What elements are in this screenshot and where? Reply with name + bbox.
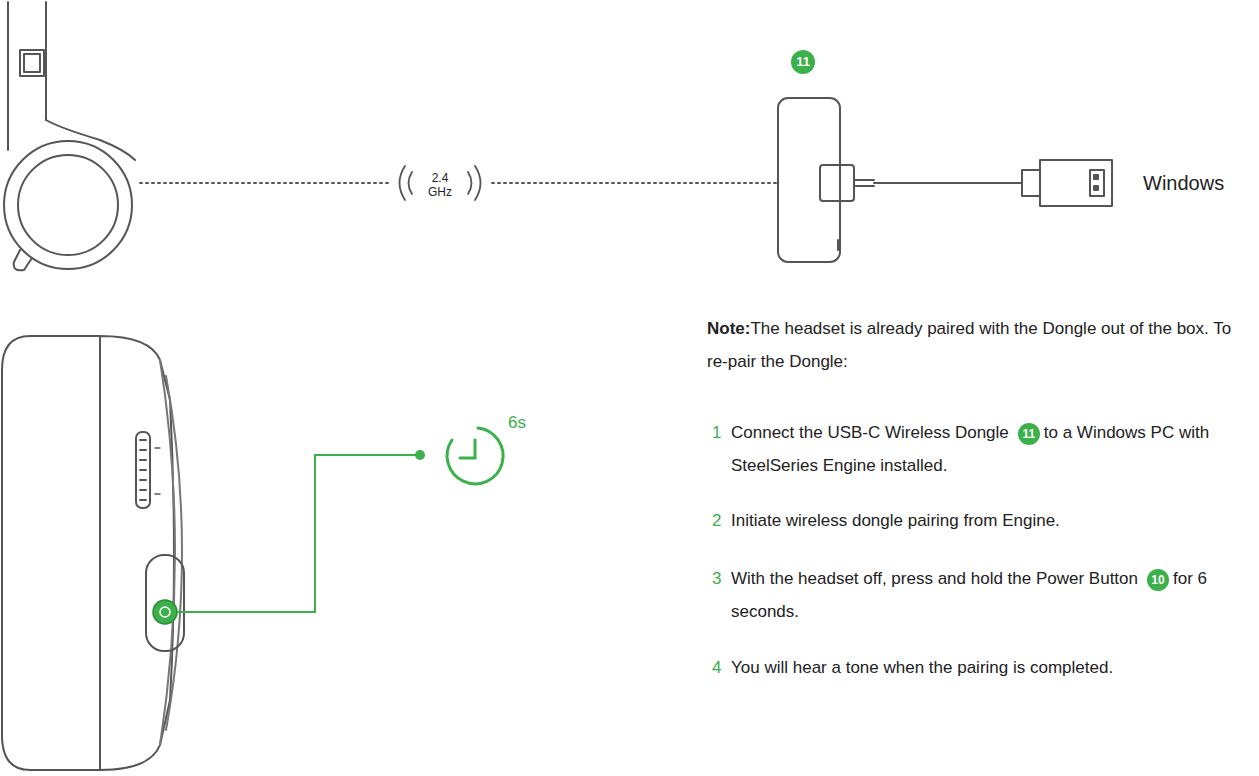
wireless-link: [140, 182, 390, 184]
earcup-side-view: [2, 336, 184, 770]
note-heading: Note:: [707, 319, 750, 338]
text-block: 1Connect the USB-C Wireless Dongle11to a…: [731, 416, 1251, 482]
note-text: The headset is already paired with the D…: [707, 319, 1231, 371]
frequency-label: GHz: [428, 185, 452, 199]
step-number: 4: [712, 651, 721, 684]
step-text: Initiate wireless dongle pairing from En…: [731, 511, 1060, 530]
step-number: 1: [712, 416, 721, 449]
label-box: GHz: [428, 182, 452, 200]
step-text: Connect the USB-C Wireless Dongle: [731, 423, 1009, 442]
wave-symbol: [400, 166, 481, 200]
text-block: 2Initiate wireless dongle pairing from E…: [731, 504, 1251, 537]
platform-label: Windows: [1143, 172, 1224, 194]
step-text: With the headset off, press and hold the…: [731, 569, 1138, 588]
callout-number: 11: [791, 50, 815, 74]
headset-side-view: [4, 2, 135, 270]
leader-line: [177, 455, 418, 612]
step-number: 2: [712, 504, 721, 537]
callout-number: 10: [1147, 569, 1169, 591]
duration-label: 6s: [508, 413, 526, 432]
frequency-label: 2.4: [432, 171, 449, 185]
callout-number: 11: [1018, 423, 1040, 445]
text-block: Note:The headset is already paired with …: [707, 312, 1247, 378]
label-box: 2.4: [432, 168, 449, 186]
label-box: 6s: [508, 413, 526, 433]
leader-dot: [415, 450, 425, 460]
wireless-link: [492, 182, 776, 184]
usb-c-dongle: [778, 98, 1112, 262]
step-text: You will hear a tone when the pairing is…: [731, 658, 1113, 677]
power-icon: [160, 607, 170, 617]
text-block: 4You will hear a tone when the pairing i…: [731, 651, 1251, 684]
power-button: [153, 600, 177, 624]
label-box: 11: [787, 50, 819, 74]
label-box: Windows: [1143, 172, 1224, 195]
text-block: 3With the headset off, press and hold th…: [731, 562, 1251, 628]
timer-icon: [447, 428, 503, 484]
step-number: 3: [712, 562, 721, 595]
